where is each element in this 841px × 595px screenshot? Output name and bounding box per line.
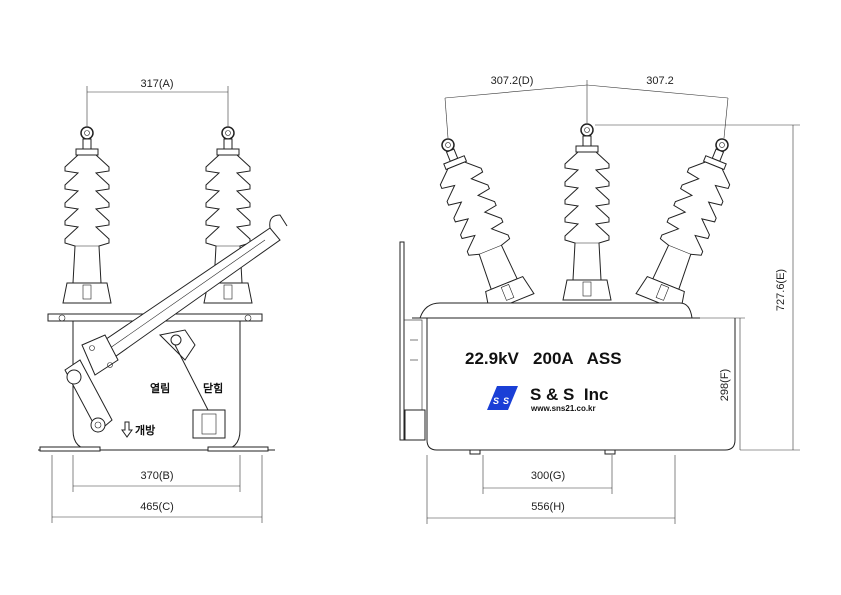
svg-text:370(B): 370(B) xyxy=(140,470,173,482)
svg-text:556(H): 556(H) xyxy=(531,501,565,513)
rating-label: 22.9kV 200A ASS xyxy=(465,349,622,368)
down-arrow-icon xyxy=(121,421,133,438)
insulator-left xyxy=(62,126,112,304)
svg-text:317(A): 317(A) xyxy=(140,78,173,90)
brand-name: S & S Inc xyxy=(530,385,608,404)
side-view: 열림 닫힘 개방 317(A) 370(B) 465(C) xyxy=(38,78,288,523)
svg-text:298(F): 298(F) xyxy=(719,369,731,401)
svg-text:S: S xyxy=(503,396,509,406)
open-label: 열림 xyxy=(150,382,170,395)
insulator-left xyxy=(422,129,535,313)
insulator-right xyxy=(635,129,748,313)
release-label: 개방 xyxy=(135,423,155,437)
company-logo-icon: S S xyxy=(487,386,518,410)
svg-text:727.6(E): 727.6(E) xyxy=(775,269,787,311)
svg-text:S: S xyxy=(493,396,499,406)
dimension-e: 727.6(E) xyxy=(595,124,800,451)
close-label: 닫힘 xyxy=(203,381,223,395)
dimension-a: 317(A) xyxy=(86,78,229,126)
dimension-g: 300(G) xyxy=(482,455,613,494)
svg-text:307.2: 307.2 xyxy=(646,75,674,87)
operating-handle xyxy=(64,214,288,439)
front-view: 22.9kV 200A ASS S S S & S Inc www.sns21.… xyxy=(399,75,800,524)
dimension-h: 556(H) xyxy=(426,455,676,524)
svg-text:300(G): 300(G) xyxy=(531,470,565,482)
tank-cover xyxy=(419,302,693,319)
website-url: www.sns21.co.kr xyxy=(530,404,596,413)
dimension-d: 307.2(D) 307.2 xyxy=(444,75,729,139)
svg-text:307.2(D): 307.2(D) xyxy=(491,75,534,87)
dimension-b: 370(B) xyxy=(72,455,241,492)
svg-text:465(C): 465(C) xyxy=(140,501,174,513)
dimension-f: 298(F) xyxy=(700,317,745,450)
dimension-c: 465(C) xyxy=(51,455,263,523)
tank-body xyxy=(426,318,736,451)
insulator-center xyxy=(562,123,612,301)
